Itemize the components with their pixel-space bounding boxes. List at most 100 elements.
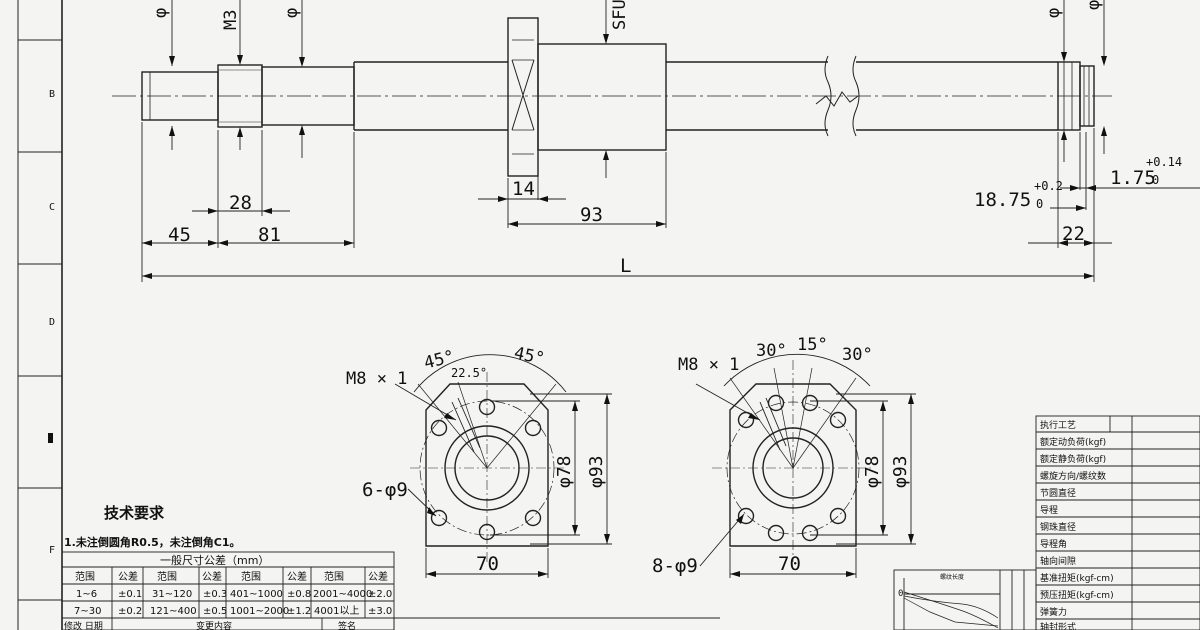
bolt-hole: [767, 524, 785, 542]
torque-chart: [893, 569, 1037, 630]
tol-r1-c4: 1001~2000: [230, 606, 289, 617]
bolt-hole: [430, 419, 448, 437]
spec-row-3: 螺旋方向/螺纹数: [1040, 470, 1106, 482]
row-label-c: C: [49, 202, 55, 213]
bolt-hole: [524, 419, 542, 437]
spec-row-1: 额定动负荷(kgf): [1040, 436, 1106, 448]
flange-left-angle-b: 22.5°: [451, 366, 487, 380]
dim-28: 28: [229, 192, 252, 214]
spec-row-10: 预压扭矩(kgf-cm): [1040, 589, 1114, 601]
dim-22: 22: [1062, 223, 1085, 245]
flange-left-width-70: 70: [476, 553, 499, 575]
flange-view-left: [394, 354, 612, 578]
tol-header-7: 公差: [368, 570, 388, 583]
spec-row-5: 导程: [1040, 505, 1058, 516]
tol-header-0: 范围: [75, 570, 95, 583]
bolt-hole: [801, 394, 819, 412]
flange-right-tapped-hole-label: M8 × 1: [678, 355, 739, 375]
shaft-dimension-lines: [141, 0, 1200, 282]
tol-header-1: 公差: [118, 570, 138, 583]
spec-row-4: 节圆直径: [1040, 487, 1076, 499]
flange-right-bolt-holes: [737, 394, 847, 542]
dim-18-75-tol-lower: 0: [1036, 197, 1043, 211]
tol-r0-c5: ±0.8: [287, 589, 311, 600]
tolerance-caption: 一般尺寸公差（mm）: [160, 553, 269, 567]
tol-header-5: 公差: [287, 570, 307, 583]
dim-1-75-tol-upper: +0.14: [1146, 155, 1182, 169]
tol-header-6: 范围: [324, 570, 344, 583]
tol-footer-change: 变更内容: [196, 620, 232, 630]
flange-right-width-70: 70: [778, 553, 801, 575]
tolerance-table-grid: [61, 551, 720, 630]
flange-left-arrows: [426, 394, 610, 577]
spec-table-grid: [1035, 415, 1200, 630]
flange-left-tapped-hole-label: M8 × 1: [346, 369, 407, 389]
flange-right-angle-b: 15°: [797, 335, 828, 355]
dim-18-75: 18.75: [974, 189, 1031, 211]
torque-chart-title: 螺纹长度: [940, 573, 964, 581]
tol-r0-c4: 401~1000: [230, 589, 283, 600]
flange-right-arrows: [730, 394, 914, 577]
tol-r0-c6: 2001~4000: [313, 589, 372, 600]
dim-18-75-tol-upper: +0.2: [1034, 179, 1063, 193]
nut-model-label: SFU: [610, 0, 630, 30]
flange-left-holes-label: 6-φ9: [362, 479, 408, 501]
tol-footer-sign: 签名: [338, 620, 356, 630]
tol-r0-c3: ±0.3: [203, 589, 227, 600]
dim-1-75: 1.75: [1110, 167, 1156, 189]
shaft-dimension-arrows: [142, 34, 1107, 279]
bolt-hole: [737, 507, 755, 525]
bolt-hole: [524, 509, 542, 527]
tol-footer-revision: 修改 日期: [64, 620, 103, 630]
spec-row-12: 轴封形式: [1040, 621, 1076, 630]
tol-header-4: 范围: [241, 570, 261, 583]
dim-81: 81: [258, 224, 281, 246]
tol-r0-c7: ±2.0: [368, 589, 392, 600]
tol-r1-c5: ±1.2: [287, 606, 311, 617]
bolt-hole: [801, 524, 819, 542]
flange-left-bolt-holes: [430, 398, 542, 541]
bolt-hole: [478, 523, 496, 541]
tol-r1-c0: 7~30: [74, 606, 101, 617]
flange-right-angle-a: 30°: [756, 341, 787, 361]
dim-14: 14: [512, 178, 535, 200]
spec-row-2: 额定静负荷(kgf): [1040, 453, 1106, 465]
phi-right-tip: φ: [1084, 0, 1104, 10]
flange-left-dia-78: φ78: [554, 455, 575, 488]
spec-row-8: 轴向间隙: [1040, 555, 1076, 567]
spec-row-9: 基准扭矩(kgf-cm): [1040, 572, 1114, 584]
ball-screw-shaft: [112, 17, 1112, 177]
flange-left-angle-c: 45°: [512, 343, 546, 369]
spec-row-0: 执行工艺: [1040, 419, 1076, 431]
tol-r0-c2: 31~120: [152, 589, 192, 600]
flange-right-angle-c: 30°: [842, 345, 873, 365]
torque-chart-zero: 0: [898, 589, 903, 599]
phi-bearing-seat: φ: [282, 8, 302, 18]
tol-header-3: 公差: [202, 570, 222, 583]
flange-right-dia-93: φ93: [890, 455, 911, 488]
bolt-hole: [430, 509, 448, 527]
bolt-hole: [829, 507, 847, 525]
thread-label: M3: [221, 10, 241, 30]
flange-right-dia-78: φ78: [862, 455, 883, 488]
notes-line-1: 1.未注倒圆角R0.5，未注倒角C1。: [64, 535, 241, 549]
tol-r1-c7: ±3.0: [368, 606, 392, 617]
flange-view-right: [695, 353, 916, 578]
phi-left-journal: φ: [151, 8, 171, 18]
drawing-frame: [17, 0, 63, 630]
row-label-d: D: [49, 317, 55, 328]
notes-title: 技术要求: [104, 504, 165, 522]
tol-r1-c1: ±0.2: [118, 606, 142, 617]
dim-1-75-tol-lower: 0: [1152, 173, 1159, 187]
bolt-hole: [737, 411, 755, 429]
bolt-hole: [829, 411, 847, 429]
frame-marker: [48, 433, 53, 443]
dim-93: 93: [580, 204, 603, 226]
flange-right-holes-label: 8-φ9: [652, 555, 698, 577]
tol-r1-c6: 4001以上: [314, 605, 359, 617]
row-label-f: F: [49, 545, 55, 556]
flange-left-dia-93: φ93: [586, 455, 607, 488]
phi-right-end: φ: [1044, 8, 1064, 18]
tol-header-2: 范围: [157, 570, 177, 583]
